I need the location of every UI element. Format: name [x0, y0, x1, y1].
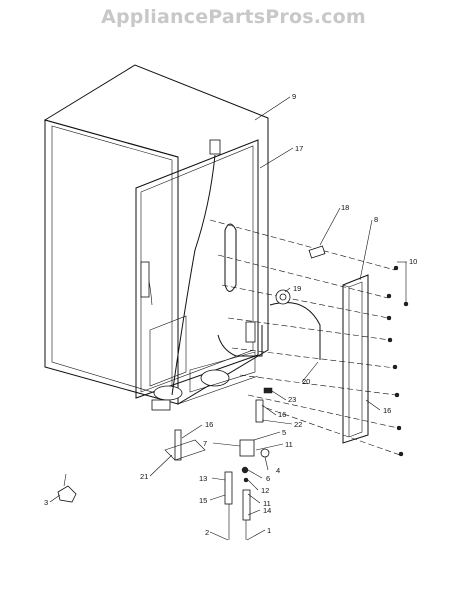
side-panel [342, 274, 369, 444]
small-parts [57, 245, 409, 540]
cabinet [43, 64, 269, 405]
assembly-guides [209, 219, 401, 456]
callout-9: 9 [292, 92, 296, 101]
callout-13: 13 [199, 474, 207, 483]
watermark-logo: AppliancePartsPros.com [101, 6, 366, 28]
callout-8: 8 [374, 215, 378, 224]
callout-21: 21 [140, 472, 148, 481]
tubing [140, 139, 321, 411]
callout-19: 19 [293, 284, 301, 293]
callout-6: 6 [266, 474, 270, 483]
callout-7: 7 [203, 439, 207, 448]
callout-16-b: 16 [383, 406, 391, 415]
callout-20: 20 [302, 377, 310, 386]
callout-12: 12 [261, 486, 269, 495]
callout-16-a: 16 [278, 410, 286, 419]
callout-3: 3 [44, 498, 48, 507]
callout-4: 4 [276, 466, 280, 475]
leader-lines [49, 96, 407, 541]
callout-16-c: 16 [205, 420, 213, 429]
callout-22: 22 [294, 420, 302, 429]
callout-15: 15 [199, 496, 207, 505]
callout-17: 17 [295, 144, 303, 153]
callout-5: 5 [282, 428, 286, 437]
callout-labels: 9 17 18 8 10 19 20 23 16 16 22 5 16 7 11… [44, 92, 417, 537]
callout-18: 18 [341, 203, 349, 212]
callout-14: 14 [263, 506, 271, 515]
callout-10: 10 [409, 257, 417, 266]
callout-2: 2 [205, 528, 209, 537]
callout-11-b: 11 [263, 499, 271, 508]
callout-23: 23 [288, 395, 296, 404]
callout-11-a: 11 [285, 440, 293, 449]
callout-1: 1 [267, 526, 271, 535]
